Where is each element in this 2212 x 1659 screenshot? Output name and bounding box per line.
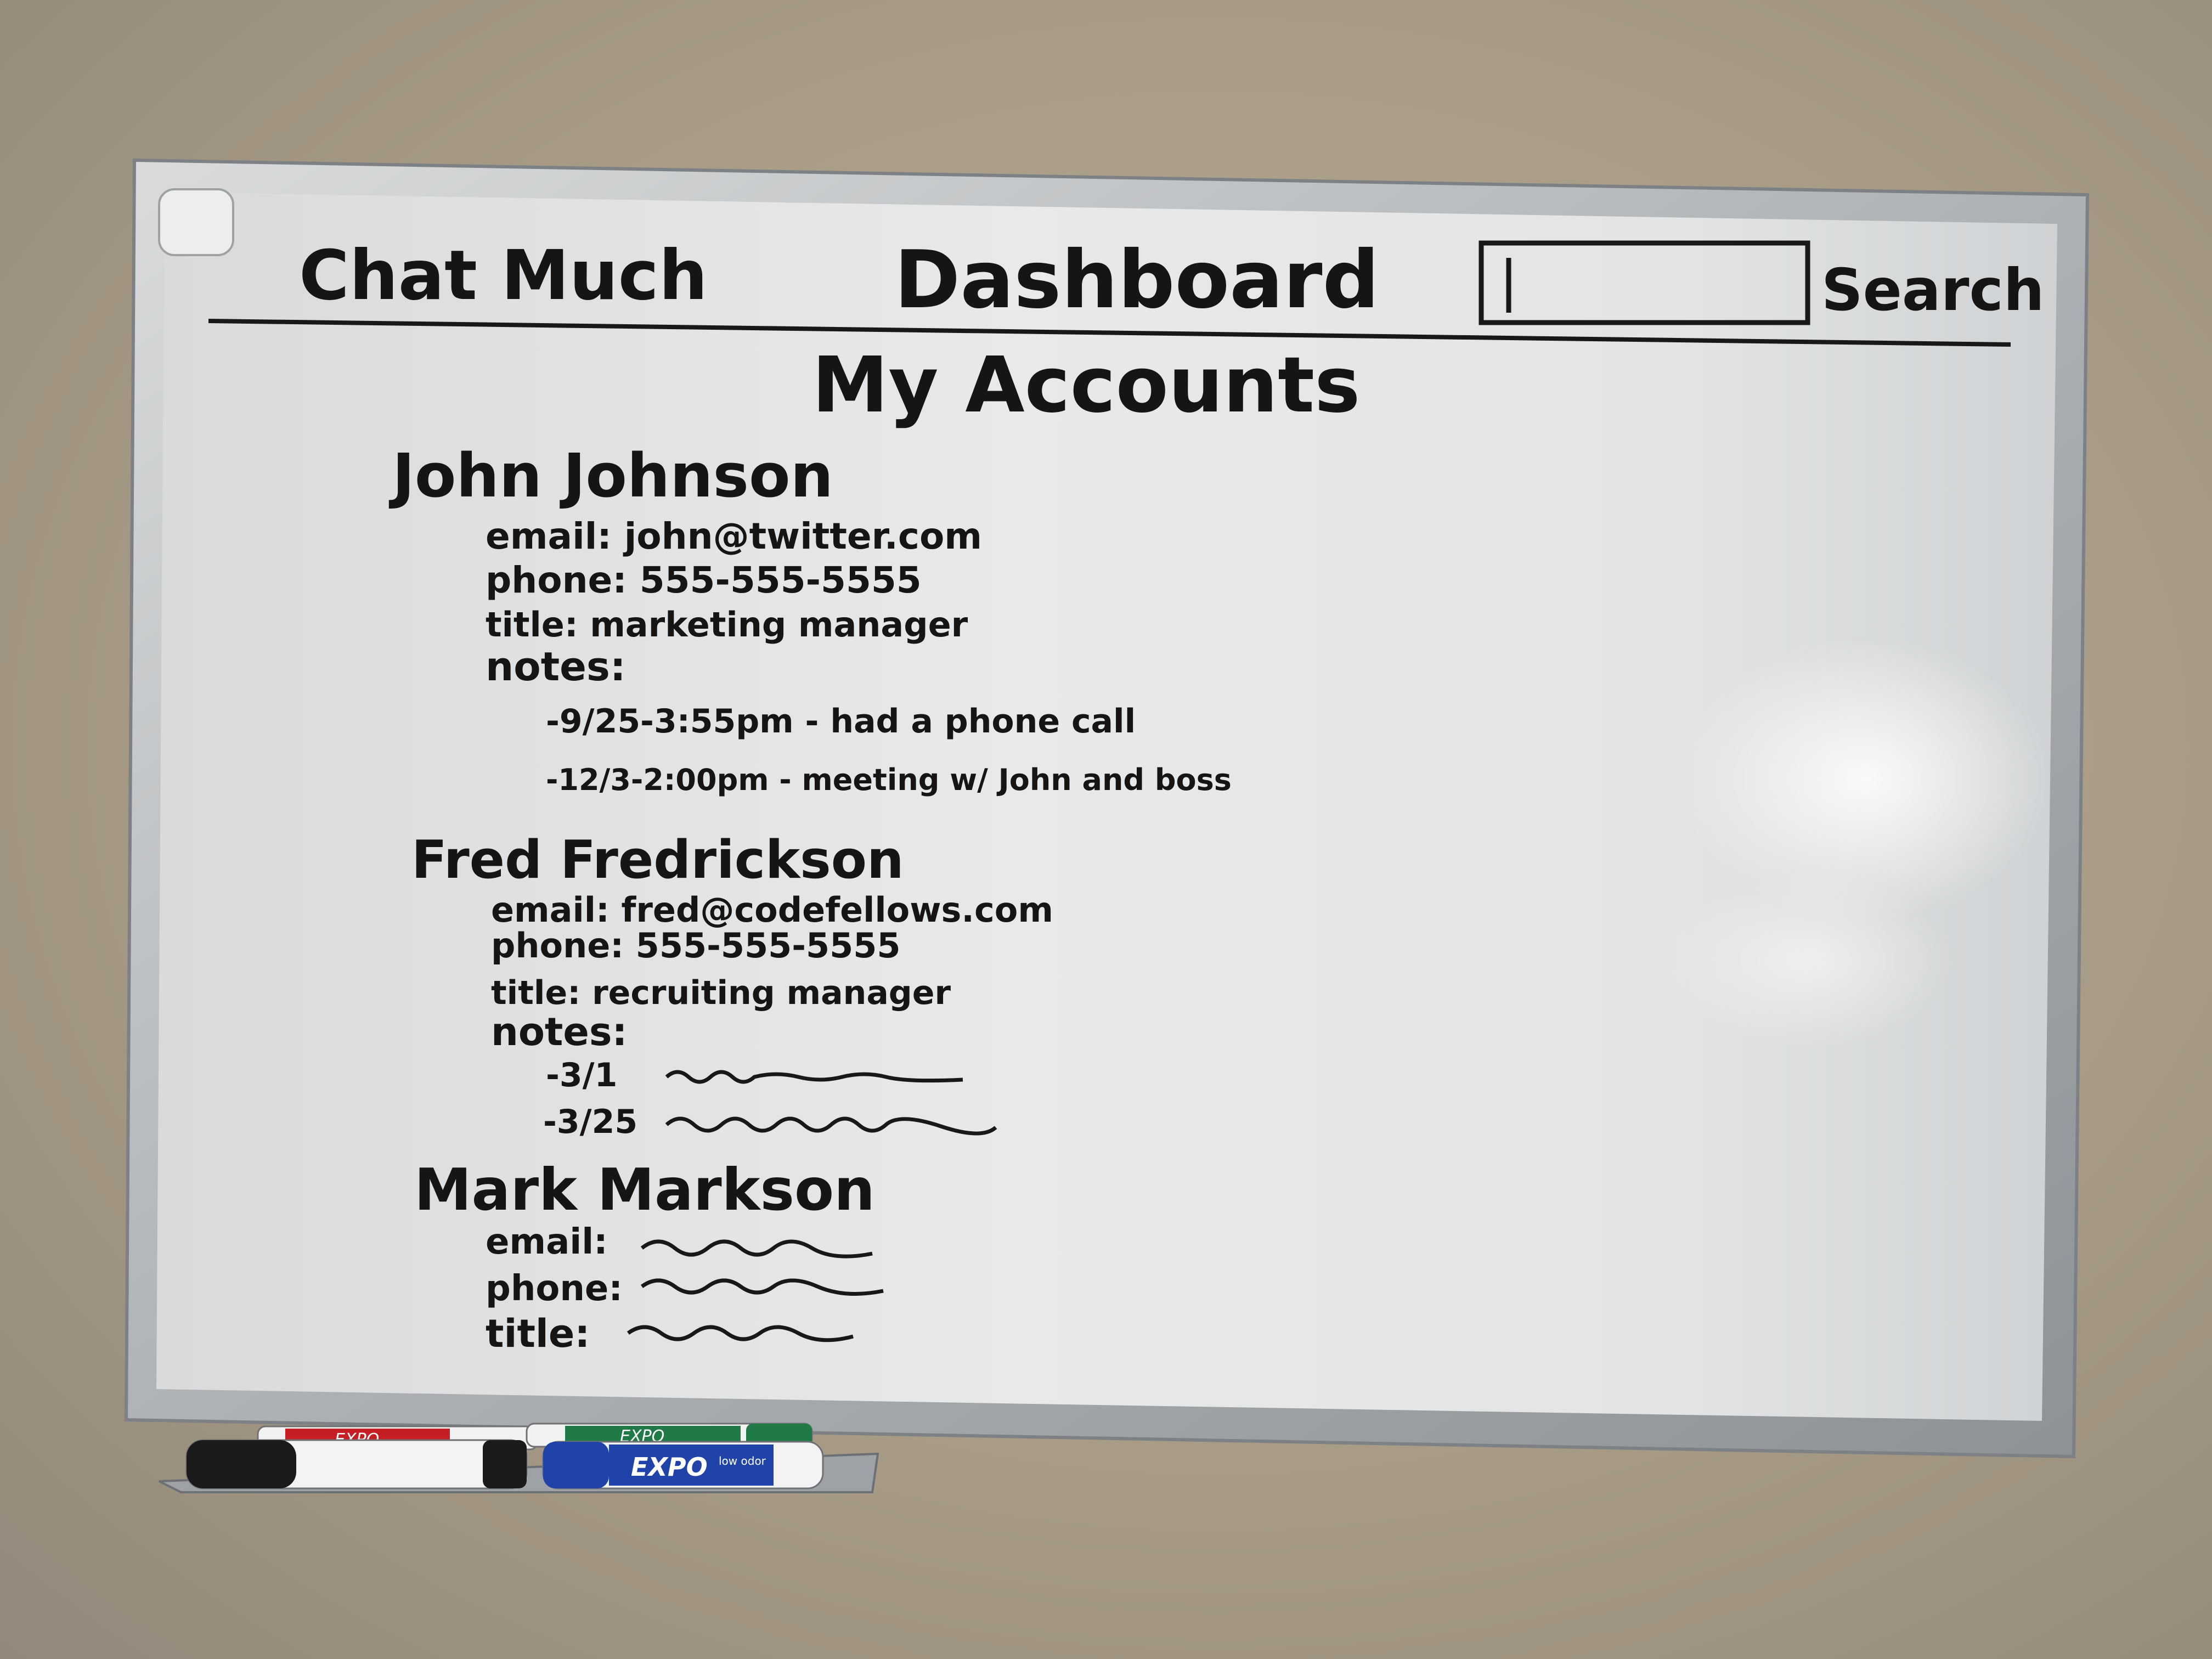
whiteboard-surface — [156, 192, 2057, 1421]
marker-brand: EXPO — [631, 1452, 708, 1482]
note-item: -12/3-2:00pm - meeting w/ John and boss — [546, 763, 1232, 797]
page-title: Dashboard — [894, 234, 1379, 326]
squiggle-placeholder — [640, 1239, 873, 1259]
squiggle-placeholder — [665, 1070, 963, 1084]
corner-clip — [158, 188, 234, 256]
account-phone: phone: 555-555-5555 — [491, 926, 901, 966]
account-email: email: fred@codefellows.com — [491, 890, 1053, 930]
note-item: -9/25-3:55pm - had a phone call — [546, 702, 1136, 741]
marker-note: low odor — [719, 1454, 766, 1468]
account-card: Fred Fredrickson email: fred@codefellows… — [411, 830, 1053, 1141]
account-title: title: — [486, 1311, 590, 1356]
account-name[interactable]: Fred Fredrickson — [411, 830, 904, 890]
account-card: John Johnson email: john@twitter.com pho… — [388, 441, 1232, 797]
marker-blue[interactable]: EXPO low odor — [542, 1441, 824, 1489]
account-email: email: — [486, 1222, 608, 1262]
marker-black[interactable] — [185, 1439, 528, 1489]
header-divider — [208, 319, 2011, 347]
account-title: title: recruiting manager — [491, 974, 951, 1012]
account-phone: phone: 555-555-5555 — [486, 559, 922, 601]
search-input[interactable] — [1479, 240, 1810, 325]
account-notes-label: notes: — [486, 644, 626, 690]
account-notes-label: notes: — [491, 1009, 628, 1054]
account-email: email: john@twitter.com — [486, 515, 982, 557]
search-button[interactable]: Search — [1821, 257, 2044, 324]
squiggle-placeholder — [640, 1278, 884, 1296]
account-title: title: marketing manager — [486, 605, 968, 645]
account-card: Mark Markson email: phone: title: — [414, 1156, 884, 1356]
account-name[interactable]: Mark Markson — [414, 1156, 875, 1223]
squiggle-placeholder — [627, 1325, 854, 1342]
note-item: -3/25 — [543, 1103, 637, 1141]
app-name: Chat Much — [299, 236, 708, 315]
note-item: -3/1 — [546, 1056, 617, 1094]
section-title: My Accounts — [812, 341, 1360, 430]
account-phone: phone: — [486, 1268, 623, 1309]
account-name[interactable]: John Johnson — [388, 441, 833, 511]
light-glare — [1679, 636, 2052, 922]
squiggle-placeholder — [665, 1116, 997, 1136]
